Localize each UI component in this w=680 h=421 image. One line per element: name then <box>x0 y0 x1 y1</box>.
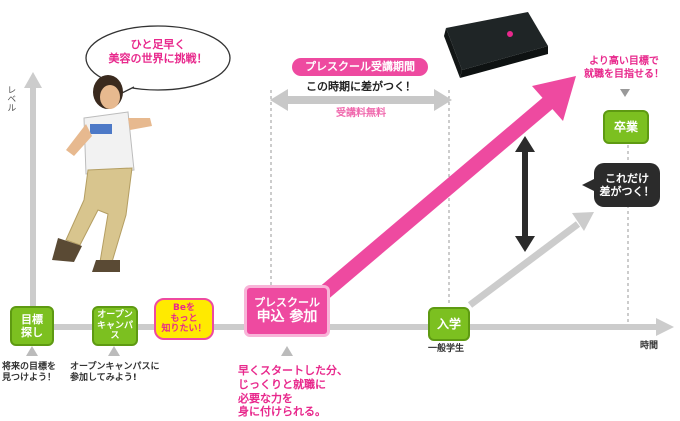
y-axis-label: レベル <box>5 85 16 112</box>
step-open-campus-node: オープン キャンパス <box>92 306 138 346</box>
preschool-period-text: この時期に差がつく！ <box>306 80 416 93</box>
preschool-growth-arrow <box>313 97 553 304</box>
entry-caption: 一般学生 <box>428 344 465 354</box>
step-goal-search-caption: 将来の目標を 見つけよう！ <box>2 362 57 384</box>
difference-arrow-bottom-head <box>515 236 535 252</box>
x-axis-label: 時間 <box>640 341 659 351</box>
x-axis-arrowhead <box>656 318 674 336</box>
step-learn-more-node: Beを もっと 知りたい！ <box>154 298 214 340</box>
speech-bubble-text: ひと足早く 美容の世界に挑戦！ <box>108 38 208 65</box>
difference-callout-tail <box>582 178 596 192</box>
preschool-period-badge: プレスクール受講期間 <box>292 58 428 76</box>
regular-student-arrowhead <box>572 212 594 231</box>
step-goal-search-node: 目標 探し <box>10 306 54 346</box>
entry-node: 入学 <box>428 307 470 341</box>
preschool-kit-box-illustration <box>444 12 548 78</box>
step-preschool-caption: 早くスタートした分、 じっくりと就職に 必要な力を 身に付けられる。 <box>238 364 348 419</box>
period-arrow-right-head <box>434 89 452 111</box>
difference-callout: これだけ 差がつく！ <box>594 163 660 207</box>
difference-arrow-top-head <box>515 136 535 152</box>
higher-goal-text: より高い目標で 就職を目指せる！ <box>584 56 664 80</box>
preschool-node-line2: 申込 参加 <box>256 309 318 326</box>
regular-student-arrow <box>467 221 581 308</box>
step-open-campus-caption: オープンキャンパスに 参加してみよう! <box>70 362 160 384</box>
graduation-node: 卒業 <box>603 110 649 144</box>
goal-pointer-icon <box>620 89 630 97</box>
preschool-growth-arrowhead <box>532 76 576 121</box>
period-arrow-left-head <box>270 89 288 111</box>
step2-pointer-icon <box>108 346 120 356</box>
step-preschool-node: プレスクール 申込 参加 <box>244 285 330 337</box>
speech-bubble-shape <box>85 25 231 91</box>
y-axis-arrowhead <box>24 72 42 88</box>
preschool-node-line1: プレスクール <box>254 296 320 309</box>
preschool-fee-text: 受講料無料 <box>336 108 386 119</box>
step4-pointer-icon <box>281 346 293 356</box>
student-character-illustration <box>52 75 152 272</box>
step1-pointer-icon <box>26 346 38 356</box>
